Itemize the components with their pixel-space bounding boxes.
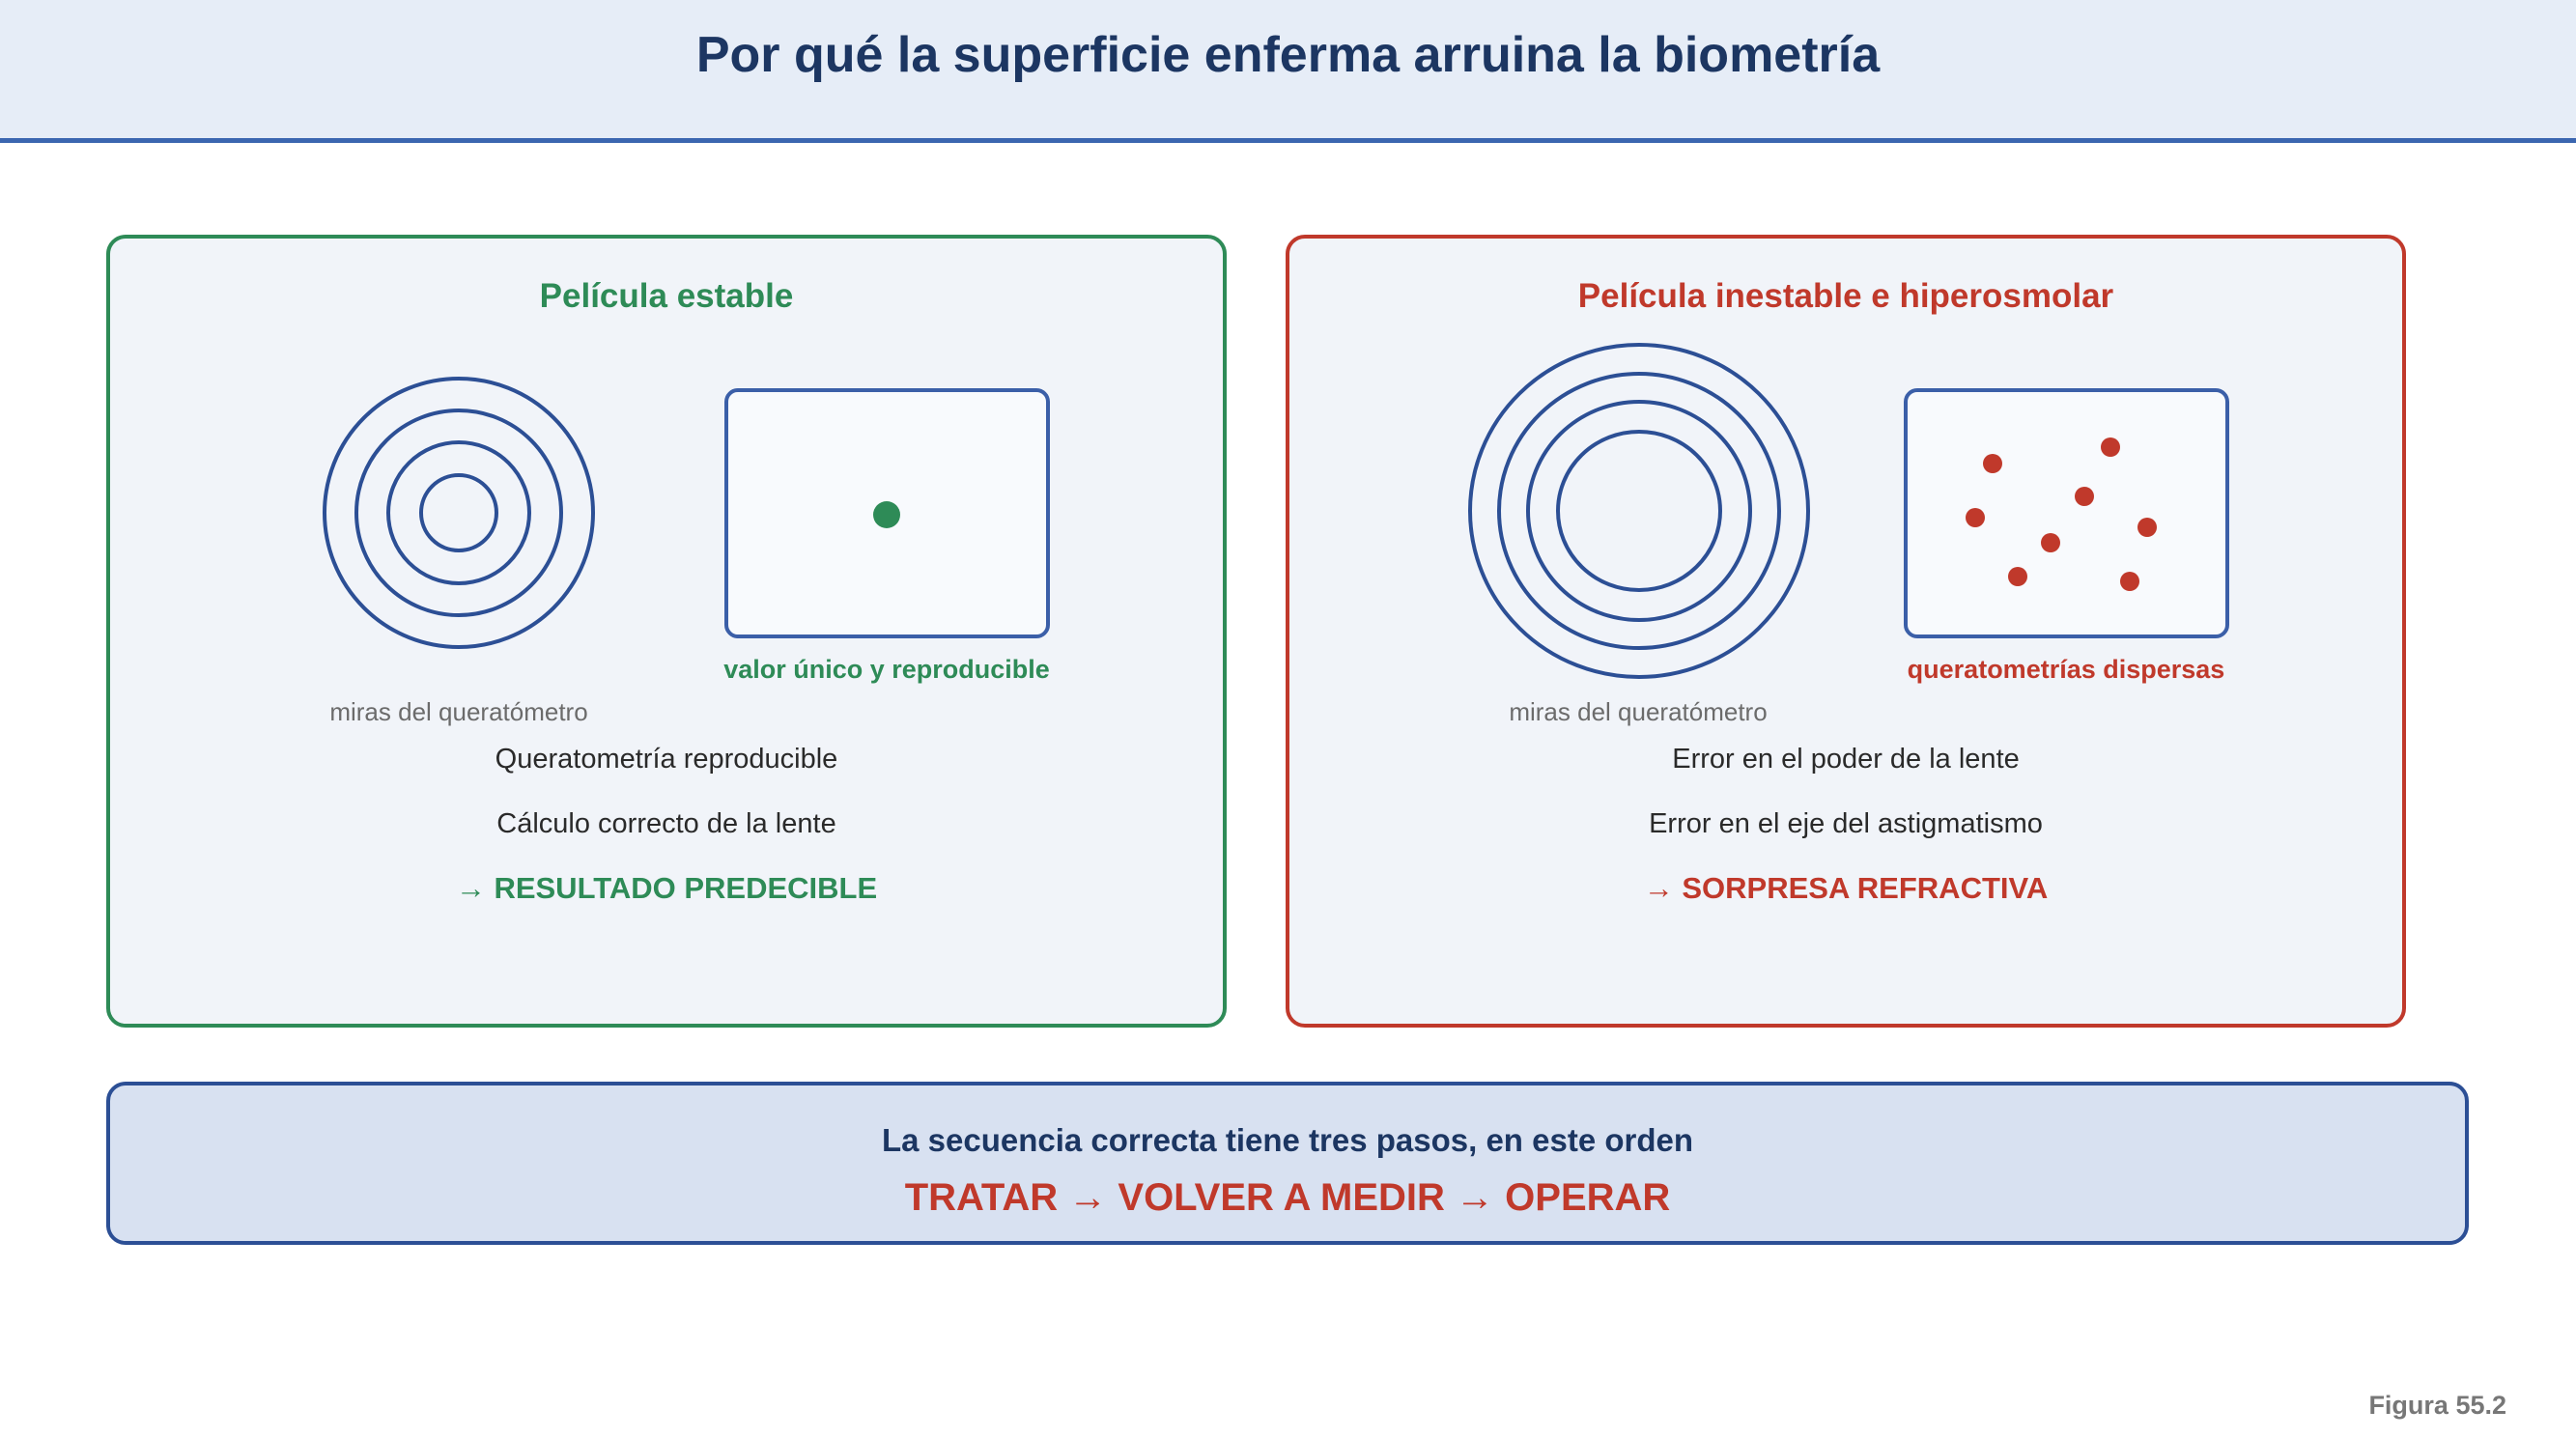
measurement-point (1983, 454, 2002, 473)
sequence-steps: TRATAR → VOLVER A MEDIR → OPERAR (904, 1176, 1671, 1219)
unstable-panel-title: Película inestable e hiperosmolar (1577, 277, 2114, 315)
keratometer-mires-distorted (1468, 343, 1810, 679)
unstable-result: → SORPRESA REFRACTIVA (1643, 871, 2049, 905)
mire-ring (323, 377, 595, 649)
mire-ring (1556, 430, 1722, 592)
mire-ring (1497, 372, 1781, 650)
unstable-line-1: Error en el poder de la lente (1672, 744, 2020, 775)
measurement-point (2120, 572, 2139, 591)
stable-line-1: Queratometría reproducible (495, 744, 838, 775)
measurement-point (2041, 533, 2060, 552)
mire-ring (1468, 343, 1810, 679)
measurement-point (1966, 508, 1985, 527)
unstable-box-caption: queratometrías dispersas (1907, 655, 2225, 684)
keratometer-mires-regular (323, 377, 595, 649)
mire-ring (354, 409, 563, 617)
measurement-point (2137, 518, 2157, 537)
measurement-point (873, 501, 900, 528)
sequence-intro: La secuencia correcta tiene tres pasos, … (881, 1122, 1694, 1158)
figure-label: Figura 55.2 (2368, 1391, 2506, 1420)
stable-line-2: Cálculo correcto de la lente (496, 808, 836, 839)
sequence-box: La secuencia correcta tiene tres pasos, … (106, 1082, 2469, 1245)
unstable-measurement-box (1904, 388, 2229, 638)
stable-result: → RESULTADO PREDECIBLE (455, 871, 878, 905)
measurement-point (2101, 437, 2120, 457)
page-title: Por qué la superficie enferma arruina la… (695, 26, 1881, 83)
stable-measurement-box (724, 388, 1050, 638)
measurement-point (2008, 567, 2027, 586)
measurement-point (2075, 487, 2094, 506)
unstable-line-2: Error en el eje del astigmatismo (1649, 808, 2043, 839)
mire-ring (419, 473, 498, 552)
mire-ring (386, 440, 531, 585)
stable-rings-caption: miras del queratómetro (329, 697, 588, 726)
unstable-film-panel: Película inestable e hiperosmolar miras … (1286, 235, 2406, 1028)
unstable-rings-caption: miras del queratómetro (1509, 697, 1768, 726)
stable-box-caption: valor único y reproducible (723, 655, 1050, 684)
header: Por qué la superficie enferma arruina la… (0, 0, 2576, 143)
stable-panel-title: Película estable (539, 277, 794, 315)
stable-film-panel: Película estable miras del queratómetro … (106, 235, 1227, 1028)
mire-ring (1526, 400, 1752, 622)
